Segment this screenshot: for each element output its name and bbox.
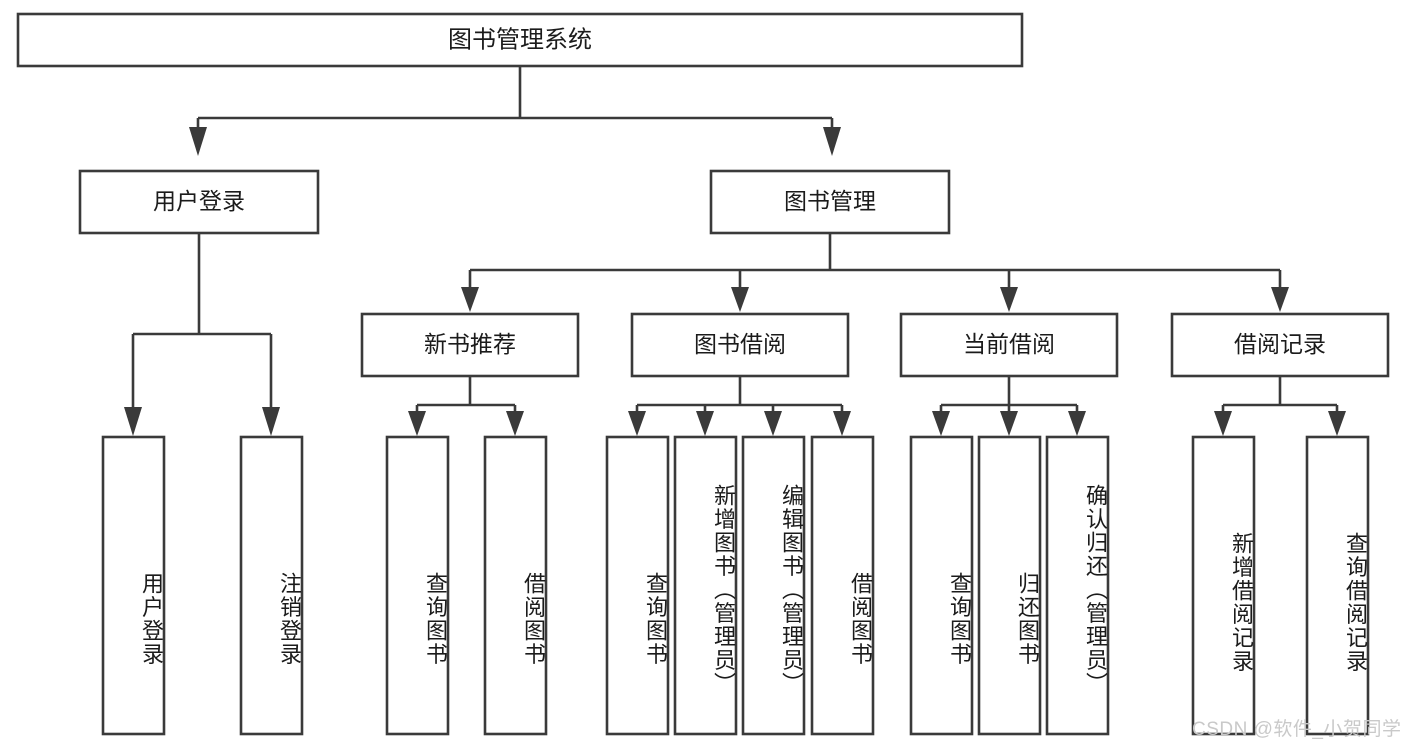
- node-book-management-box[interactable]: [709, 169, 951, 235]
- node-book-borrow-label: 图书借阅: [694, 331, 786, 357]
- csdn-watermark: CSDN @软件_小贺同学: [1192, 719, 1402, 740]
- leaf-borrow-book-1-box[interactable]: [483, 435, 548, 736]
- leaf-return-book-box[interactable]: [977, 435, 1042, 736]
- leaf-query-book-1-box[interactable]: [385, 435, 450, 736]
- node-new-book-recommend-label: 新书推荐: [424, 331, 516, 357]
- arrow-user-login-leaf1-icon: [124, 407, 142, 436]
- node-new-book-recommend-box[interactable]: [360, 312, 580, 378]
- node-root-label: 图书管理系统: [448, 26, 592, 53]
- leaf-logout-login-box[interactable]: [239, 435, 304, 736]
- arrow-bm-to-current-borrow-icon: [1000, 287, 1018, 312]
- leaf-query-book-2-box[interactable]: [605, 435, 670, 736]
- node-user-login-label: 用户登录: [153, 188, 245, 214]
- leaf-add-book-box[interactable]: [673, 435, 738, 736]
- arrow-bb-leaf3-icon: [764, 411, 782, 436]
- leaf-query-book-3-box[interactable]: [909, 435, 974, 736]
- arrow-cb-leaf1-icon: [932, 411, 950, 436]
- leaf-user-login-box[interactable]: [101, 435, 166, 736]
- node-root-box[interactable]: [16, 12, 1024, 68]
- arrow-bm-to-book-borrow-icon: [731, 287, 749, 312]
- node-current-borrow-box[interactable]: [899, 312, 1119, 378]
- arrow-bm-to-borrow-record-icon: [1271, 287, 1289, 312]
- node-book-management-label: 图书管理: [784, 188, 876, 214]
- arrow-cb-leaf3-icon: [1068, 411, 1086, 436]
- arrow-bb-leaf1-icon: [628, 411, 646, 436]
- arrow-root-to-book-management-icon: [823, 127, 841, 156]
- node-borrow-record-label: 借阅记录: [1234, 331, 1326, 357]
- leaf-edit-book-box[interactable]: [741, 435, 806, 736]
- leaf-confirm-return-box[interactable]: [1045, 435, 1110, 736]
- arrow-nbr-leaf1-icon: [408, 411, 426, 436]
- leaf-add-record-box[interactable]: [1191, 435, 1256, 736]
- arrow-bb-leaf4-icon: [833, 411, 851, 436]
- arrow-bb-leaf2-icon: [696, 411, 714, 436]
- arrow-nbr-leaf2-icon: [506, 411, 524, 436]
- arrow-user-login-leaf2-icon: [262, 407, 280, 436]
- node-borrow-record-box[interactable]: [1170, 312, 1390, 378]
- arrow-br-leaf1-icon: [1214, 411, 1232, 436]
- arrow-cb-leaf2-icon: [1000, 411, 1018, 436]
- node-current-borrow-label: 当前借阅: [963, 331, 1055, 357]
- arrow-bm-to-new-book-icon: [461, 287, 479, 312]
- arrow-root-to-user-login-icon: [189, 127, 207, 156]
- arrow-br-leaf2-icon: [1328, 411, 1346, 436]
- leaf-borrow-book-2-box[interactable]: [810, 435, 875, 736]
- node-book-borrow-box[interactable]: [630, 312, 850, 378]
- leaf-query-record-box[interactable]: [1305, 435, 1370, 736]
